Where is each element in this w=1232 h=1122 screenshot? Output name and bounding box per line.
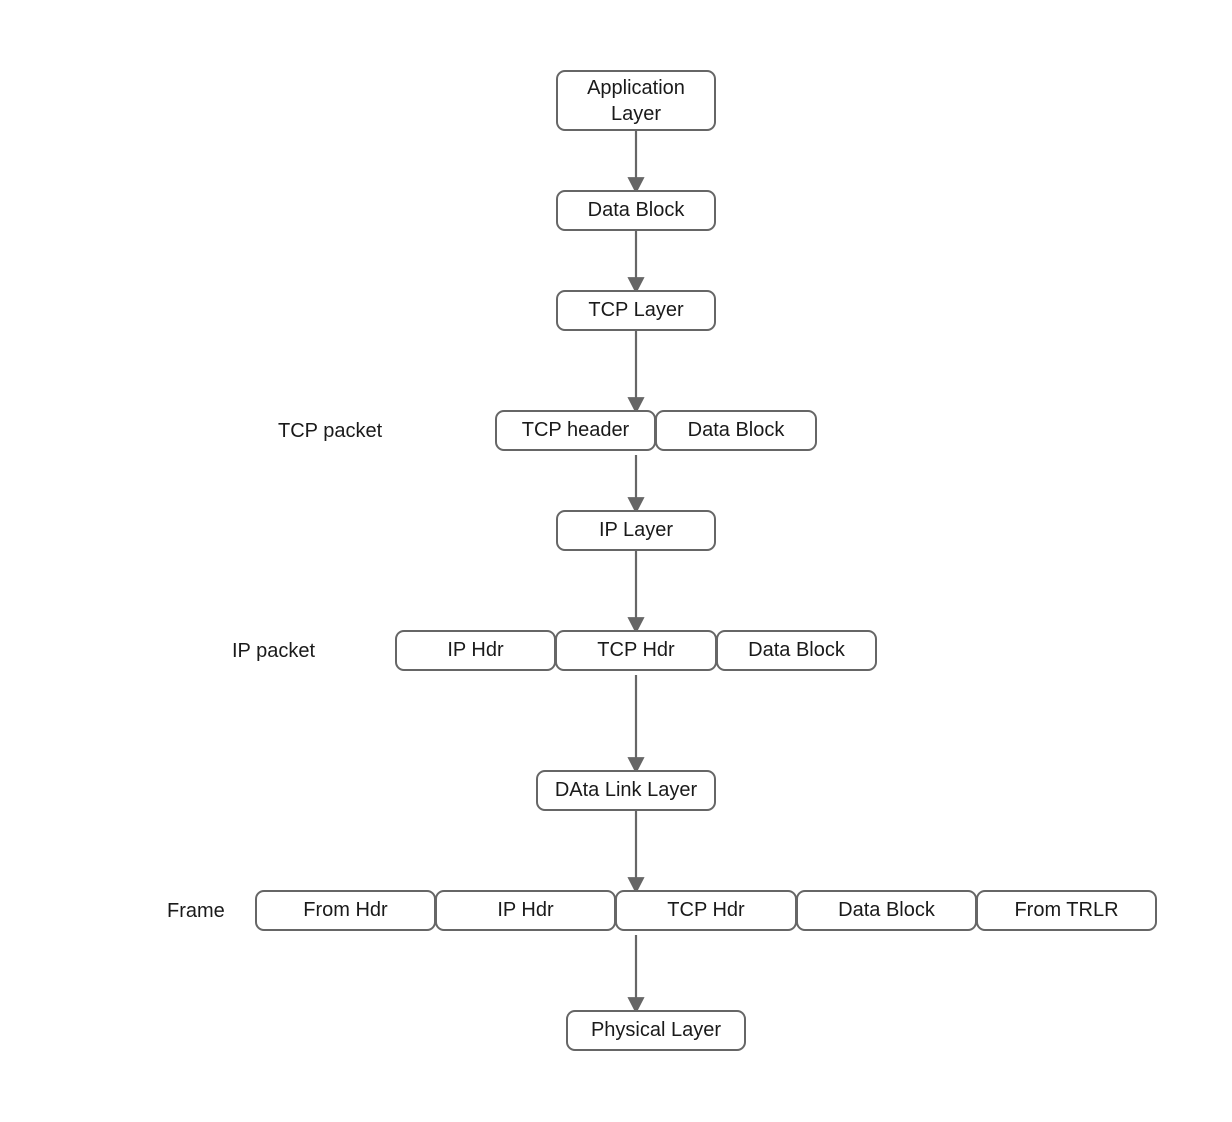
frame-segment-from-hdr-label: From Hdr	[303, 899, 388, 921]
node-physical-layer[interactable]: Physical Layer	[566, 1010, 746, 1051]
tcp-packet-segment-data-block[interactable]: Data Block	[655, 410, 817, 451]
frame-segment-ip-hdr[interactable]: IP Hdr	[435, 890, 616, 931]
application-layer-label-line1: Application	[587, 76, 685, 99]
data-link-layer-label: DAta Link Layer	[554, 779, 698, 801]
frame-segment-from-trlr-label: From TRLR	[1014, 899, 1119, 921]
ip-packet-segment-ip-hdr-label: IP Hdr	[447, 639, 504, 661]
tcp-packet-segment-tcp-header-label: TCP header	[521, 419, 630, 441]
physical-layer-label: Physical Layer	[590, 1019, 722, 1041]
ip-packet-segment-ip-hdr[interactable]: IP Hdr	[395, 630, 556, 671]
ip-packet-segment-data-block[interactable]: Data Block	[716, 630, 877, 671]
ip-layer-label: IP Layer	[598, 519, 674, 541]
frame-segment-from-hdr[interactable]: From Hdr	[255, 890, 436, 931]
tcp-layer-label: TCP Layer	[588, 299, 684, 321]
tcp-packet-segment-data-block-label: Data Block	[687, 419, 785, 441]
data-block-top-label: Data Block	[587, 199, 685, 221]
frame-segment-tcp-hdr[interactable]: TCP Hdr	[615, 890, 797, 931]
frame-segment-data-block-label: Data Block	[838, 899, 935, 921]
frame-segment-ip-hdr-label: IP Hdr	[497, 899, 554, 921]
application-layer-label-line2: Layer	[610, 102, 662, 125]
node-ip-layer[interactable]: IP Layer	[556, 510, 716, 551]
node-application-layer[interactable]: Application Layer	[556, 70, 716, 131]
row-label-ip-packet: IP packet	[232, 640, 316, 662]
frame-segment-tcp-hdr-label: TCP Hdr	[667, 899, 745, 921]
row-label-frame: Frame	[167, 900, 225, 922]
node-data-link-layer[interactable]: DAta Link Layer	[536, 770, 716, 811]
row-label-tcp-packet: TCP packet	[278, 420, 383, 442]
tcp-packet-segment-tcp-header[interactable]: TCP header	[495, 410, 656, 451]
frame-segment-from-trlr[interactable]: From TRLR	[976, 890, 1157, 931]
ip-packet-segment-data-block-label: Data Block	[748, 639, 845, 661]
frame-segment-data-block[interactable]: Data Block	[796, 890, 977, 931]
ip-packet-segment-tcp-hdr[interactable]: TCP Hdr	[555, 630, 717, 671]
node-data-block-top[interactable]: Data Block	[556, 190, 716, 231]
node-tcp-layer[interactable]: TCP Layer	[556, 290, 716, 331]
ip-packet-segment-tcp-hdr-label: TCP Hdr	[597, 639, 675, 661]
